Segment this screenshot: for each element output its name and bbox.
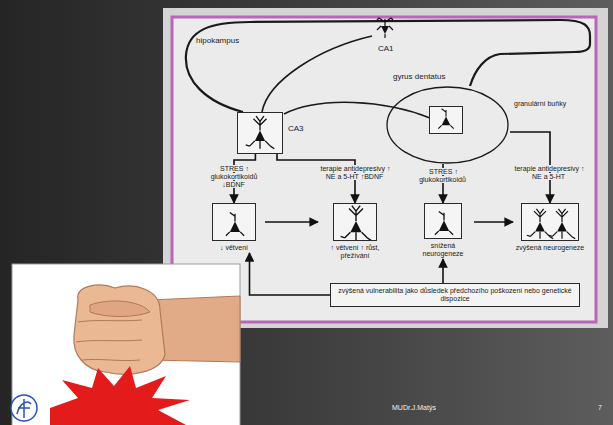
text-holder: CA3 (288, 124, 304, 134)
region-label: CA1 (378, 44, 394, 53)
node-text: CA3 (288, 124, 304, 134)
neuron (246, 116, 275, 149)
text-holder: gyrus dentatus (393, 72, 445, 82)
neuron-dendrites (226, 212, 244, 235)
thumb (90, 301, 150, 317)
edge-label: STRES ↑ glukokortikoidů (419, 168, 467, 183)
region-label: hipokampus (196, 36, 239, 45)
neuron (341, 206, 372, 240)
cell-picture (213, 204, 255, 240)
cell-frame (424, 203, 462, 239)
neuron (527, 209, 553, 239)
cell-picture (522, 204, 578, 240)
connector (442, 259, 444, 283)
dentate-region: gyrus dentatus (385, 72, 510, 164)
cell-frame (521, 203, 579, 241)
neuron-box: ↓ větvení (203, 203, 265, 253)
neuron-box: ↑ větvení ↑ růst, přežívání (318, 203, 392, 261)
connector (250, 253, 331, 295)
cell-frame (212, 203, 256, 241)
neuron-dendrites (377, 18, 393, 38)
edge-label-holder: STRES ↑ glukokortikoidů (408, 168, 478, 184)
logo (11, 395, 37, 421)
granule-picture (430, 107, 462, 133)
neuron (226, 212, 244, 235)
neuron-body (350, 221, 361, 232)
neuron-dendrites (435, 211, 453, 234)
neuron-dendrites (246, 116, 275, 149)
connector (474, 221, 513, 223)
edge-label: STRES ↑ glukokortikoidů ↓BDNF (211, 165, 258, 188)
edge-label: terapie antidepresivy ↑ NE a 5-HT ↑BDNF (319, 165, 390, 180)
node-text: zvýšená neurogeneze (513, 244, 587, 252)
node-text: snížená neurogeneze (412, 242, 474, 258)
author-label: MUDr.J.Matýs (392, 404, 436, 411)
cell-frame (333, 203, 377, 241)
node-text: ↓ větvení (203, 244, 265, 252)
logo-mark (17, 399, 31, 418)
neuron-body (255, 131, 265, 141)
neuron-body (230, 222, 240, 232)
cell-frame (237, 112, 283, 154)
cell-picture (425, 204, 461, 238)
neuron-dendrites (527, 209, 553, 239)
node-text: gyrus dentatus (393, 72, 445, 82)
neuron-box: snížená neurogeneze (412, 203, 474, 259)
edge-label-holder: STRES ↑ glukokortikoidů ↓BDNF (203, 165, 265, 189)
neuron-body (439, 221, 449, 231)
neuron-dendrites (549, 209, 575, 239)
neuron (438, 109, 453, 129)
schaffer-pathway (262, 36, 372, 112)
edge-label-holder: terapie antidepresivy ↑ NE a 5-HT ↑BDNF (314, 165, 396, 181)
edge-label-holder: terapie antidepresivy ↑ NE a 5-HT (508, 165, 590, 181)
fist (74, 285, 165, 374)
neuron-body (535, 222, 545, 232)
neuron-body (381, 26, 389, 34)
neuron-box: zvýšená neurogeneze (513, 203, 587, 253)
mossy-fiber-pathway (284, 102, 430, 118)
neuron (549, 209, 575, 239)
dentate-oval (387, 87, 508, 163)
text-holder: ↓ větvení (203, 244, 265, 252)
ca1-neuron (377, 18, 393, 38)
cell-label: granulární buňky (514, 100, 566, 107)
starburst (50, 366, 190, 425)
text-holder: snížená neurogeneze (412, 242, 474, 258)
neuron-dendrites (438, 109, 453, 129)
text-holder: ↑ větvení ↑ růst, přežívání (318, 244, 392, 260)
node-text: ↑ větvení ↑ růst, přežívání (318, 244, 392, 260)
cell-picture (334, 204, 376, 240)
vulnerability-box: zvýšená vulnerabilita jako důsledek před… (330, 283, 580, 307)
hippocampus-outline (186, 20, 590, 112)
edge-label: terapie antidepresivy ↑ NE a 5-HT (513, 165, 584, 180)
neuron-body (557, 222, 567, 232)
ca3-box: CA3 (237, 112, 283, 154)
neuron-dendrites (341, 206, 372, 240)
neuron-body (442, 117, 451, 126)
inset-ground (12, 264, 240, 425)
finger-lines (76, 320, 142, 361)
cell-picture (238, 113, 282, 153)
page-number: 7 (598, 404, 602, 411)
granule-frame (429, 106, 463, 134)
connector (265, 221, 318, 223)
node-text: zvýšená vulnerabilita jako důsledek před… (337, 287, 573, 303)
text-holder: zvýšená neurogeneze (513, 244, 587, 252)
neuron (435, 211, 453, 234)
